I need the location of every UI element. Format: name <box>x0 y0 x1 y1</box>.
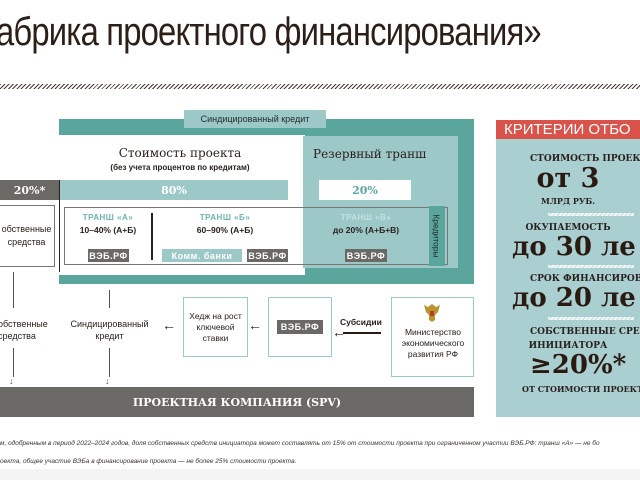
criteria-panel <box>496 120 640 417</box>
veb-box: ВЭБ.РФ <box>268 297 332 357</box>
criteria-item-equity-value: ≥20%* <box>530 350 627 380</box>
title-underline <box>0 84 640 89</box>
arrow-down-icon: ↓ <box>9 376 14 386</box>
spv-bar: ПРОЕКТНАЯ КОМПАНИЯ (SPV) <box>0 387 474 417</box>
page-title: абрика проектного финансирования» <box>0 10 542 54</box>
criteria-item-payback-value: до 30 ле <box>512 232 636 262</box>
footnote-line-2: оекта, общее участие ВЭБа в финансирован… <box>0 458 297 465</box>
tranche-a-name: ТРАНШ «А» <box>82 213 134 222</box>
syndicated-line-bottom <box>109 348 110 377</box>
tranche-b-lender-banks: Комм. банки <box>162 249 242 262</box>
footnote-line-1: м, одобренным в период 2022–2024 годов, … <box>0 440 600 447</box>
ministry-box <box>391 297 474 377</box>
debt-share-bar: 80% <box>60 180 288 200</box>
hedge-box: Хедж на рост ключевой ставки <box>183 297 248 357</box>
tranche-b-range: 60–90% (А+Б) <box>196 225 254 235</box>
tranche-b-lender-veb: ВЭБ.РФ <box>247 249 288 262</box>
hedge-label: Хедж на рост ключевой ставки <box>189 310 242 343</box>
tranche-c-name: ТРАНШ «В» <box>340 213 392 222</box>
creditors-label-box: Кредиторы <box>429 206 445 266</box>
own-funds-line-top <box>13 272 14 308</box>
tranche-a-range: 10–40% (А+Б) <box>79 225 137 235</box>
tranche-b-name: ТРАНШ «Б» <box>199 213 251 222</box>
flow-own-funds: обственные средства <box>0 319 48 341</box>
tranche-a-lender-veb: ВЭБ.РФ <box>88 249 129 262</box>
tranche-c-range: до 20% (А+Б+В) <box>332 225 400 235</box>
criteria-item-cost-label: СТОИМОСТЬ ПРОЕКТА <box>530 154 640 164</box>
subsidies-arrow-icon: ← <box>332 325 392 339</box>
tranches-box <box>64 207 448 265</box>
creditors-label: Кредиторы <box>432 214 443 258</box>
criteria-separator <box>548 317 634 320</box>
criteria-separator <box>548 213 634 216</box>
tranche-c-lender-veb: ВЭБ.РФ <box>345 249 387 262</box>
arrow-left-icon: ← <box>248 317 262 333</box>
ministry-label: Министерство экономического развития РФ <box>401 327 465 359</box>
criteria-item-term-value: до 20 ле <box>512 283 636 313</box>
arrow-down-icon: ↓ <box>105 376 110 386</box>
tranche-divider <box>151 213 153 260</box>
reserve-share: 20% <box>319 180 411 200</box>
divider-line <box>59 180 60 272</box>
project-cost-title: Стоимость проекта <box>118 146 242 160</box>
criteria-item-cost-value: от 3 <box>536 163 600 194</box>
criteria-separator <box>548 265 634 268</box>
flow-syndicated-credit: Синдицированный кредит <box>70 319 149 341</box>
criteria-item-equity-label: СОБСТВЕННЫЕ СРЕДСТ <box>530 327 640 337</box>
criteria-item-term-label: СРОК ФИНАНСИРОВАНИ <box>530 274 640 284</box>
own-share-bar: 20%* <box>0 180 59 200</box>
footnote-bottom-band <box>0 469 640 480</box>
criteria-item-equity-unit: ОТ СТОИМОСТИ ПРОЕКТ <box>522 384 640 394</box>
own-funds-label: обственные средства <box>1 224 52 247</box>
arrow-left-icon: ← <box>162 317 176 333</box>
project-cost-subtitle: (без учета процентов по кредитам) <box>110 162 250 172</box>
criteria-item-payback-label: ОКУПАЕМОСТЬ <box>525 223 611 233</box>
reserve-title: Резервный транш <box>313 147 427 161</box>
criteria-item-cost-unit: МЛРД РУБ. <box>541 196 595 206</box>
coat-of-arms-icon <box>421 302 443 324</box>
syndicated-credit-label: Синдицированный кредит <box>184 110 326 128</box>
criteria-title: КРИТЕРИИ ОТБО <box>496 120 640 139</box>
veb-tag: ВЭБ.РФ <box>276 320 324 334</box>
own-funds-box: обственные средства <box>0 205 55 267</box>
own-funds-line-bottom <box>13 348 14 377</box>
syndicated-line-top <box>109 290 110 308</box>
criteria-item-equity-label2: ИНИЦИАТОРА <box>528 341 608 351</box>
subsidies-label: Субсидии <box>340 317 382 327</box>
